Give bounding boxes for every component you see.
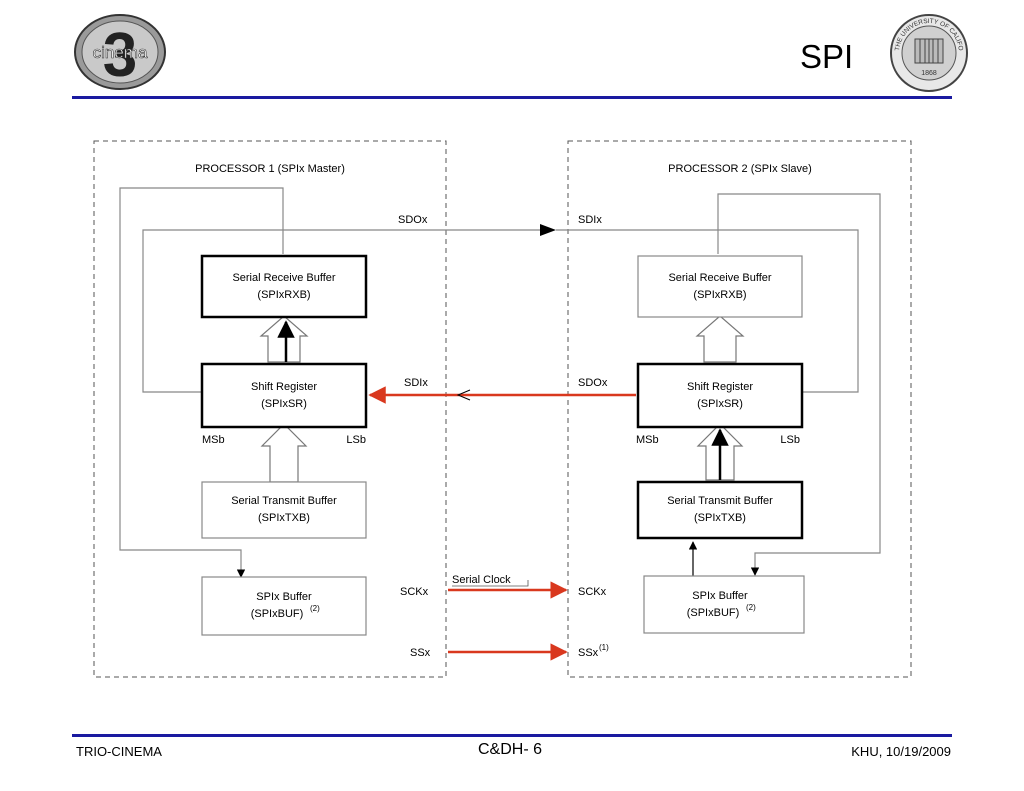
header-rule xyxy=(72,96,952,99)
logo-numeral: 3 xyxy=(103,21,137,90)
p1-sdi-label: SDIx xyxy=(404,377,428,389)
p2-tx-buffer-reg: (SPIxTXB) xyxy=(694,512,746,524)
p1-tx-buffer-reg: (SPIxTXB) xyxy=(258,512,310,524)
cinema-logo: 3 cinema xyxy=(74,14,166,90)
seal-year: 1868 xyxy=(921,70,937,77)
p1-shift-register-reg: (SPIxSR) xyxy=(261,398,307,410)
p1-spi-buffer-reg: (SPIxBUF) xyxy=(251,608,304,620)
p1-sr-to-rx-hollow-arrow xyxy=(259,315,309,363)
footer-right: KHU, 10/19/2009 xyxy=(851,744,951,759)
p1-shift-register-name: Shift Register xyxy=(251,381,317,393)
p1-shift-register xyxy=(200,362,368,429)
footer-rule xyxy=(72,734,952,737)
logo-wordmark: cinema xyxy=(93,43,148,62)
p2-ss-label: SSx xyxy=(578,647,599,659)
p1-tx-buffer xyxy=(201,481,367,539)
p2-rx-to-buf-wire xyxy=(717,193,881,576)
footer-page-label: C&DH- 6 xyxy=(478,741,543,758)
p1-spi-buffer-name: SPIx Buffer xyxy=(256,591,312,603)
p1-rx-buffer-name: Serial Receive Buffer xyxy=(232,272,335,284)
p2-ss-note: (1) xyxy=(599,643,609,652)
p2-rx-buffer xyxy=(637,255,803,318)
p1-sdo-label: SDOx xyxy=(398,214,428,226)
p1-ss-label: SSx xyxy=(410,647,431,659)
p1-sck-label: SCKx xyxy=(400,586,429,598)
slide-title: SPI xyxy=(800,38,854,75)
p1-rx-buffer xyxy=(200,254,368,319)
university-seal: THE UNIVERSITY OF CALIFORNIA 1868 xyxy=(889,13,968,92)
p2-sr-to-rx-hollow-arrow xyxy=(695,315,745,363)
p2-msb-label: MSb xyxy=(636,434,659,446)
p2-tx-buffer-name: Serial Transmit Buffer xyxy=(667,495,773,507)
miso-mid-arrow xyxy=(456,389,471,401)
processor2-label: PROCESSOR 2 (SPIx Slave) xyxy=(668,163,812,175)
p2-shift-register-name: Shift Register xyxy=(687,381,753,393)
p2-spi-buffer-name: SPIx Buffer xyxy=(692,590,748,602)
p1-rx-buffer-reg: (SPIxRXB) xyxy=(257,289,310,301)
p1-spi-buffer-note: (2) xyxy=(310,604,320,613)
p1-tx-buffer-name: Serial Transmit Buffer xyxy=(231,495,337,507)
p2-shift-register-reg: (SPIxSR) xyxy=(697,398,743,410)
sdo-arrowhead xyxy=(540,224,556,236)
p2-spi-buffer xyxy=(643,575,805,634)
p2-shift-register xyxy=(636,362,804,429)
p2-sdi-wire xyxy=(556,229,859,393)
sdo-line xyxy=(142,229,540,393)
p2-spi-buffer-reg: (SPIxBUF) xyxy=(687,607,740,619)
p1-tx-to-sr-hollow-arrow xyxy=(260,423,308,483)
footer-left: TRIO-CINEMA xyxy=(76,744,162,759)
p2-sdo-label: SDOx xyxy=(578,377,608,389)
p2-sdi-label: SDIx xyxy=(578,214,602,226)
p2-rx-buffer-name: Serial Receive Buffer xyxy=(668,272,771,284)
p2-sck-label: SCKx xyxy=(578,586,607,598)
processor2-frame xyxy=(567,140,912,678)
p1-rx-to-buf-wire xyxy=(119,187,284,578)
p1-spi-buffer xyxy=(201,576,367,636)
p2-tx-buffer xyxy=(636,480,804,540)
serial-clock-label: Serial Clock xyxy=(452,574,511,586)
p1-lsb-label: LSb xyxy=(346,434,366,446)
processor1-frame xyxy=(93,140,447,678)
p1-msb-label: MSb xyxy=(202,434,225,446)
serial-clock-bracket xyxy=(452,580,529,587)
processor1-label: PROCESSOR 1 (SPIx Master) xyxy=(195,163,345,175)
p2-rx-buffer-reg: (SPIxRXB) xyxy=(693,289,746,301)
p2-lsb-label: LSb xyxy=(780,434,800,446)
p2-spi-buffer-note: (2) xyxy=(746,603,756,612)
